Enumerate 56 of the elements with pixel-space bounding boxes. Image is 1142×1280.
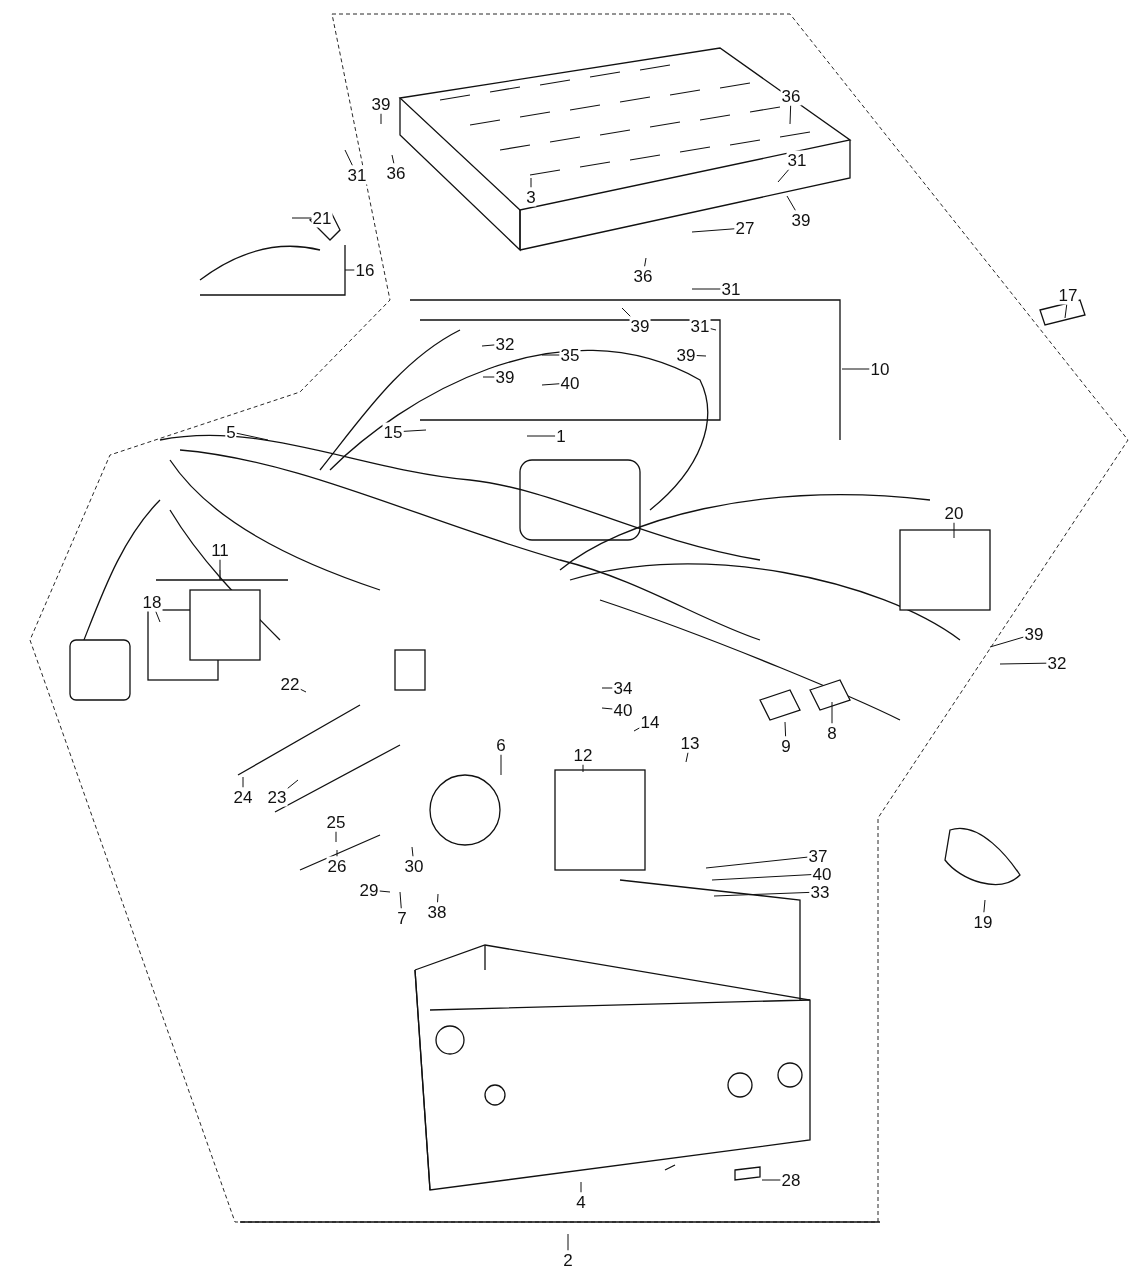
callout-number: 31 (786, 150, 808, 170)
leader-line (786, 195, 796, 211)
leader-line (541, 354, 561, 356)
leader-line (685, 752, 689, 763)
leader-line (777, 169, 790, 183)
leader-line (841, 368, 871, 370)
leader-line (291, 217, 313, 219)
leader-line (582, 764, 584, 773)
leader-line (601, 707, 614, 710)
leader-line (286, 779, 299, 790)
leader-line (530, 177, 532, 188)
leader-line (500, 754, 502, 776)
leader-line (481, 344, 496, 347)
leader-line (344, 149, 353, 166)
leader-line (335, 831, 337, 843)
leader-line (711, 874, 813, 881)
leader-line (344, 269, 356, 271)
leader-line (219, 559, 221, 571)
leader-line (391, 154, 395, 164)
leader-line (155, 611, 161, 623)
leader-line (709, 328, 717, 331)
leader-line (761, 1179, 782, 1181)
leader-line (953, 522, 955, 539)
leader-line (983, 899, 986, 913)
leader-line (567, 1233, 569, 1251)
leader-line (999, 662, 1048, 665)
leader-line (691, 288, 722, 290)
leader-line (695, 355, 707, 357)
leader-line (526, 435, 556, 437)
callout-number: 31 (346, 165, 368, 185)
leader-line (242, 776, 244, 788)
leader-line (784, 721, 787, 737)
leader-line (831, 701, 833, 724)
leader-line (691, 228, 736, 233)
leader-line (633, 727, 641, 732)
leader-line (541, 383, 561, 386)
leader-line (644, 257, 647, 267)
leader-line (789, 105, 792, 125)
leader-line (1064, 304, 1068, 319)
leader-line (580, 1181, 582, 1193)
leader-line (411, 846, 414, 857)
leader-line (437, 893, 439, 903)
callout-number: 21 (311, 208, 333, 228)
leader-line (989, 636, 1025, 648)
leader-line (299, 688, 307, 693)
leader-line (601, 687, 614, 689)
leader-line (713, 891, 811, 897)
leader-line (236, 432, 269, 441)
leader-line (621, 307, 631, 317)
leader-line (399, 891, 402, 909)
leader-line (705, 856, 809, 869)
leader-line (402, 429, 427, 432)
leader-line (380, 113, 382, 125)
leader-line (336, 849, 338, 857)
leader-line (378, 890, 391, 893)
leader-line (482, 376, 496, 378)
